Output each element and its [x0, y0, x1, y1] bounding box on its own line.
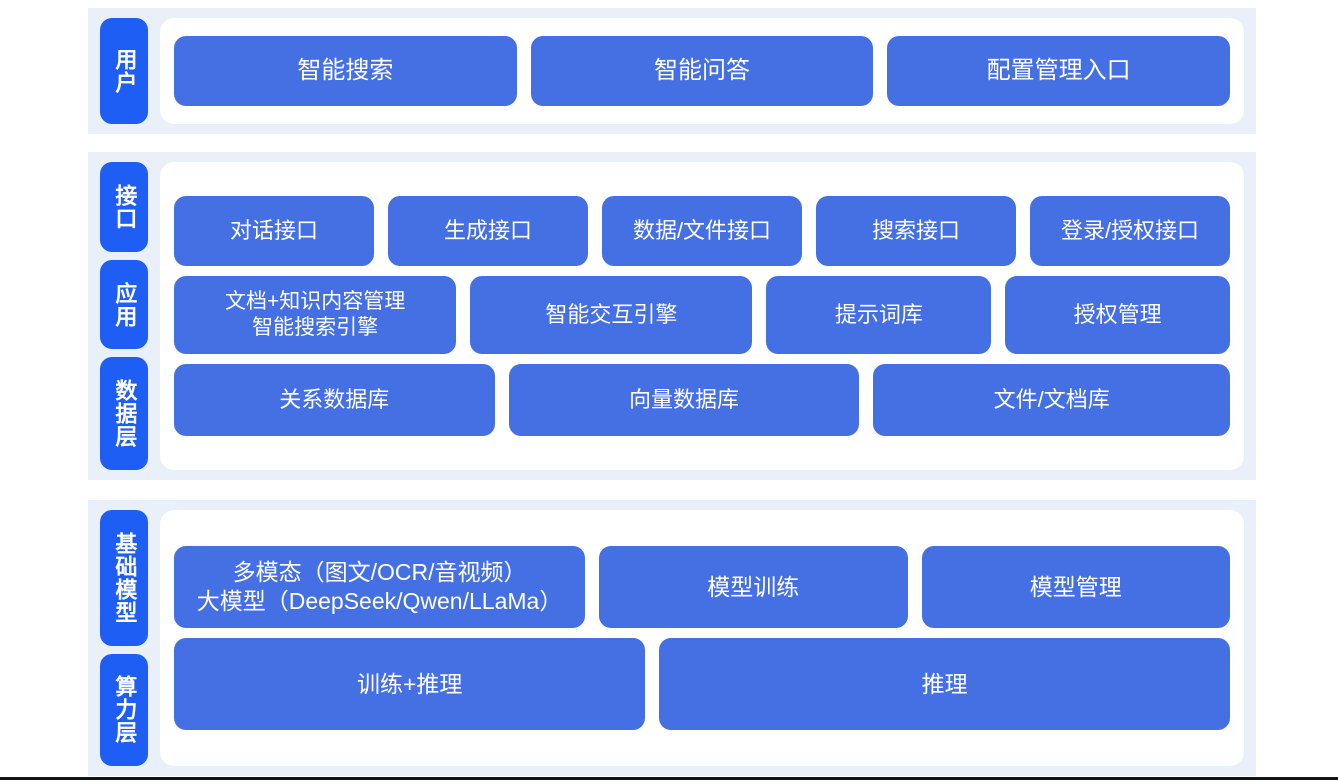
node-vector-database[interactable]: 向量数据库 — [508, 364, 860, 436]
node-authorization-management[interactable]: 授权管理 — [1005, 276, 1230, 354]
layer-tabs-middle: 接口 应用 数据层 — [88, 152, 160, 480]
node-multimodal-large-model[interactable]: 多模态（图文/OCR/音视频） 大模型（DeepSeek/Qwen/LLaMa） — [174, 546, 586, 628]
node-relational-database[interactable]: 关系数据库 — [174, 364, 495, 436]
layer-tabs-base: 基础模型 算力层 — [88, 500, 160, 776]
layer-tab-foundation-model[interactable]: 基础模型 — [100, 510, 148, 646]
node-document-knowledge-management[interactable]: 文档+知识内容管理 智能搜索引擎 — [174, 276, 457, 354]
node-login-auth-api[interactable]: 登录/授权接口 — [1030, 196, 1230, 266]
application-row: 文档+知识内容管理 智能搜索引擎 智能交互引擎 提示词库 授权管理 — [174, 276, 1230, 354]
compute-row: 训练+推理 推理 — [174, 638, 1230, 730]
layer-band-base: 基础模型 算力层 多模态（图文/OCR/音视频） 大模型（DeepSeek/Qw… — [88, 500, 1256, 776]
node-inference[interactable]: 推理 — [659, 638, 1230, 730]
layer-panel-base: 多模态（图文/OCR/音视频） 大模型（DeepSeek/Qwen/LLaMa）… — [160, 510, 1244, 766]
node-smart-qa[interactable]: 智能问答 — [530, 36, 874, 106]
node-smart-interaction-engine[interactable]: 智能交互引擎 — [470, 276, 753, 354]
layer-band-middle: 接口 应用 数据层 对话接口 生成接口 数据/文件接口 搜索接口 登录/授权接口… — [88, 152, 1256, 480]
layer-tab-user[interactable]: 用户 — [100, 18, 148, 124]
layer-tab-compute[interactable]: 算力层 — [100, 653, 148, 766]
node-model-management[interactable]: 模型管理 — [921, 546, 1231, 628]
layer-tab-data[interactable]: 数据层 — [100, 357, 148, 471]
user-row: 智能搜索 智能问答 配置管理入口 — [174, 36, 1231, 106]
layer-panel-user: 智能搜索 智能问答 配置管理入口 — [160, 18, 1244, 124]
node-generation-api[interactable]: 生成接口 — [388, 196, 588, 266]
node-data-file-api[interactable]: 数据/文件接口 — [602, 196, 802, 266]
interface-row: 对话接口 生成接口 数据/文件接口 搜索接口 登录/授权接口 — [174, 196, 1230, 266]
layer-band-user: 用户 智能搜索 智能问答 配置管理入口 — [88, 8, 1256, 134]
node-smart-search[interactable]: 智能搜索 — [174, 36, 517, 106]
node-dialog-api[interactable]: 对话接口 — [174, 196, 374, 266]
layer-tab-interface[interactable]: 接口 — [100, 162, 148, 252]
node-search-api[interactable]: 搜索接口 — [816, 196, 1016, 266]
node-training-and-inference[interactable]: 训练+推理 — [174, 638, 646, 730]
data-row: 关系数据库 向量数据库 文件/文档库 — [174, 364, 1231, 436]
node-file-document-store[interactable]: 文件/文档库 — [873, 364, 1231, 436]
layer-tab-application[interactable]: 应用 — [100, 259, 148, 350]
node-model-training[interactable]: 模型训练 — [599, 546, 908, 628]
layer-tabs-user: 用户 — [88, 8, 160, 134]
node-prompt-library[interactable]: 提示词库 — [766, 276, 992, 354]
models-row: 多模态（图文/OCR/音视频） 大模型（DeepSeek/Qwen/LLaMa）… — [174, 546, 1231, 628]
node-config-management-entry[interactable]: 配置管理入口 — [887, 36, 1231, 106]
bottom-divider — [0, 777, 1338, 780]
layer-panel-middle: 对话接口 生成接口 数据/文件接口 搜索接口 登录/授权接口 文档+知识内容管理… — [160, 162, 1244, 470]
